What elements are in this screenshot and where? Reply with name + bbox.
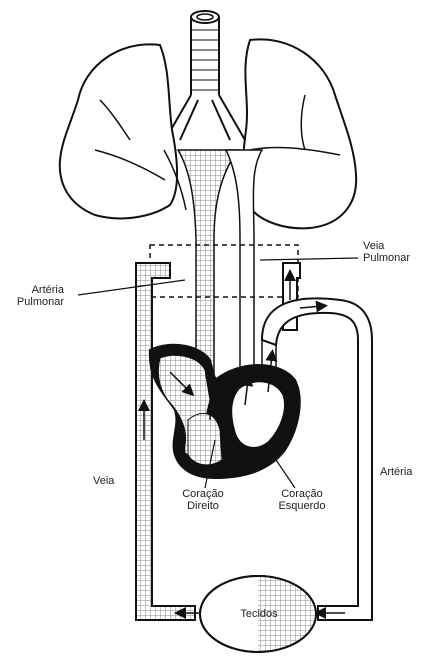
label-arteria-pulmonar-line2: Pulmonar	[6, 296, 64, 308]
trachea	[165, 11, 245, 140]
label-tecidos: Tecidos	[224, 608, 294, 620]
heart	[150, 340, 300, 478]
label-veia-pulmonar-line2: Pulmonar	[363, 252, 410, 264]
label-coracao-esquerdo-line1: Coração	[262, 488, 342, 500]
pulmonary-region	[150, 245, 298, 297]
label-arteria: Artéria	[380, 466, 412, 478]
left-lung	[60, 44, 177, 218]
label-coracao-direito-line2: Direito	[172, 500, 234, 512]
right-lung	[243, 39, 356, 228]
label-arteria-pulmonar-line1: Artéria	[6, 284, 64, 296]
label-coracao-esquerdo-line2: Esquerdo	[262, 500, 342, 512]
label-veia: Veia	[93, 475, 114, 487]
label-veia-pulmonar-line1: Veia	[363, 240, 410, 252]
label-coracao-direito-line1: Coração	[172, 488, 234, 500]
